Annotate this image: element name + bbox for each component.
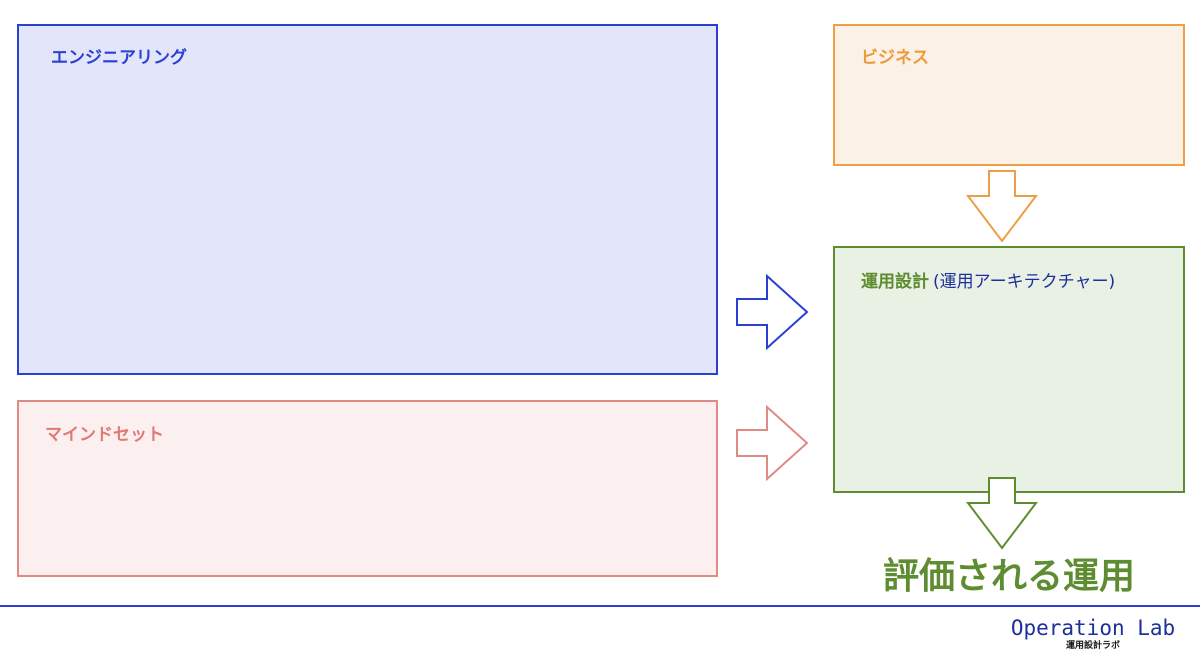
- mindset-label: マインドセット: [45, 425, 164, 445]
- arrow-operations-to-result: [965, 477, 1039, 550]
- engineering-box: エンジニアリング: [17, 24, 718, 375]
- operations-title: 運用設計: [861, 272, 929, 292]
- business-label: ビジネス: [861, 48, 929, 68]
- engineering-label: エンジニアリング: [51, 48, 187, 68]
- operations-subtitle: (運用アーキテクチャー): [933, 272, 1116, 292]
- brand-logo: Operation Lab 運用設計ラボ: [1000, 616, 1186, 652]
- business-box: ビジネス: [833, 24, 1185, 166]
- footer-divider: [0, 605, 1200, 607]
- operations-box: 運用設計(運用アーキテクチャー): [833, 246, 1185, 493]
- result-text: 評価される運用: [882, 556, 1135, 597]
- operations-label: 運用設計(運用アーキテクチャー): [861, 267, 1115, 292]
- brand-name: Operation Lab: [1010, 616, 1176, 640]
- brand-tagline: 運用設計ラボ: [1065, 641, 1120, 651]
- mindset-box: マインドセット: [17, 400, 718, 577]
- arrow-engineering-to-operations: [736, 274, 809, 350]
- arrow-mindset-to-operations: [736, 405, 809, 481]
- arrow-business-to-operations: [965, 170, 1039, 243]
